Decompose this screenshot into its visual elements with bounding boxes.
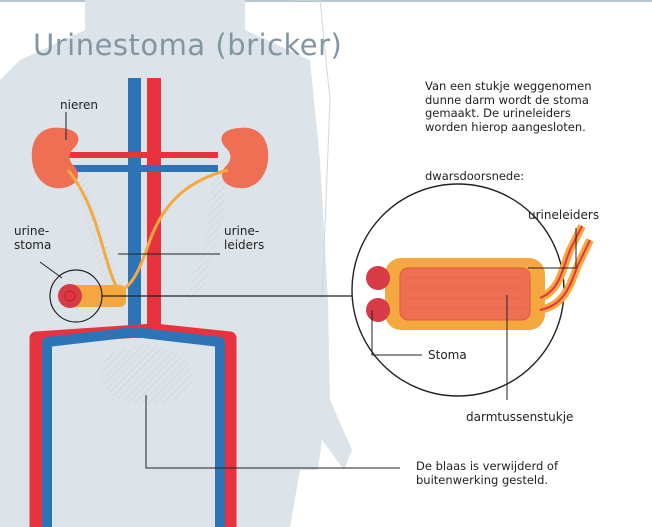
description-line4: worden hierop aangesloten. [425, 121, 591, 135]
description-line3: gemaakt. De urineleiders [425, 107, 591, 121]
label-nieren: nieren [60, 98, 98, 112]
label-urine-stoma-line1: urine- [14, 224, 51, 238]
label-stoma-magnified: Stoma [428, 348, 467, 362]
label-urine-leiders-line2: leiders [224, 238, 264, 252]
page-title: Urinestoma (bricker) [33, 28, 342, 62]
renal-artery [60, 152, 218, 158]
aorta [147, 78, 161, 338]
small-stoma-highlight [65, 291, 75, 301]
description-line1: Van een stukje weggenomen [425, 80, 591, 94]
bladder-note-line1: De blaas is verwijderd of [416, 460, 558, 474]
description-text: Van een stukje weggenomen dunne darm wor… [425, 80, 591, 134]
renal-vein [60, 165, 218, 172]
label-urineleiders-magnified: urineleiders [528, 208, 599, 222]
label-urine-stoma-line2: stoma [14, 238, 51, 252]
bladder-note-line2: buitenwerking gesteld. [416, 474, 558, 488]
magnified-intestine-inner [400, 268, 530, 320]
description-line2: dunne darm wordt de stoma [425, 94, 591, 108]
label-urine-leiders-line1: urine- [224, 224, 264, 238]
vena-cava [128, 78, 141, 338]
label-urine-stoma: urine- stoma [14, 224, 51, 252]
label-darmtussenstukje: darmtussenstukje [466, 410, 573, 424]
bladder-note: De blaas is verwijderd of buitenwerking … [416, 460, 558, 487]
label-urine-leiders: urine- leiders [224, 224, 264, 252]
cross-section-label: dwarsdoorsnede: [425, 170, 524, 184]
body-silhouette [0, 0, 352, 527]
